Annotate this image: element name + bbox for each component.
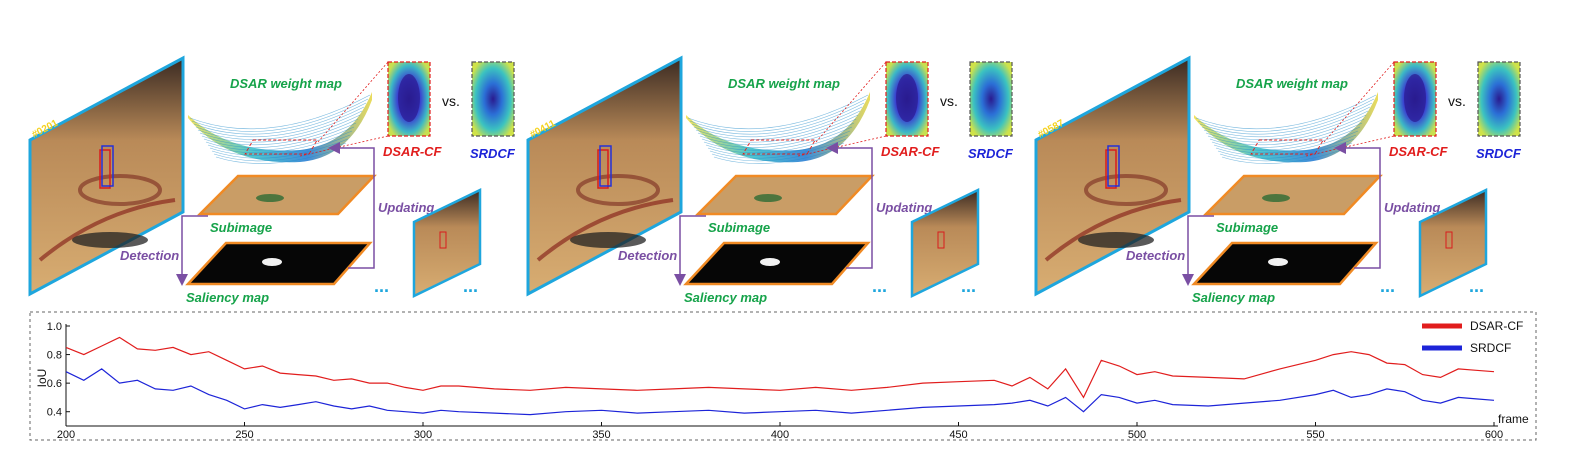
detection-label: Detection [618, 248, 677, 263]
dsar-box [597, 149, 609, 189]
detection-label: Detection [1126, 248, 1185, 263]
srdcf-box [101, 145, 114, 187]
detection-arrow [674, 215, 706, 286]
x-tick-label: 350 [592, 429, 610, 441]
detection-label: Detection [120, 248, 179, 263]
next-frame-thumbnail [412, 188, 482, 298]
updating-label: Updating [378, 200, 434, 215]
saliency-map-label: Saliency map [1192, 290, 1275, 305]
legend-label: DSAR-CF [1470, 319, 1523, 333]
legend-label: SRDCF [1470, 341, 1511, 355]
ellipsis-2: ... [961, 276, 976, 296]
detection-arrow [176, 215, 208, 286]
subimage-label: Subimage [708, 220, 770, 235]
series-line-srdcf [65, 368, 1495, 416]
iou-chart: 200 250 300 350 400 450 500 550 600 0.4 0.6 0.8 1.0 f… [29, 311, 1537, 441]
vs-label: vs. [940, 93, 958, 109]
vs-label: vs. [442, 93, 460, 109]
weight-map-label: DSAR weight map [1236, 76, 1348, 91]
srdcf-label: SRDCF [968, 146, 1014, 161]
srdcf-weight-thumbnail [969, 61, 1013, 137]
subimage [694, 174, 875, 216]
dsar-box [99, 149, 111, 189]
srdcf-label: SRDCF [1476, 146, 1522, 161]
x-tick-label: 600 [1485, 429, 1503, 441]
x-tick-label: 400 [771, 429, 789, 441]
updating-arrow [1334, 142, 1381, 269]
detection-arrow [1182, 215, 1214, 286]
chart-border [29, 311, 1537, 441]
x-tick-label: 250 [235, 429, 253, 441]
updating-arrow [826, 142, 873, 269]
series-line-dsar-cf [65, 336, 1495, 399]
subimage-label: Subimage [210, 220, 272, 235]
y-tick-label: 0.8 [47, 350, 62, 362]
weight-map-surface [686, 92, 870, 164]
weight-map-surface [188, 92, 372, 164]
panel-1: #0201 DSAR weight map vs. DSAR-CF SRDCF Subim… [28, 55, 516, 305]
y-tick-label: 0.6 [47, 378, 62, 390]
next-frame-thumbnail [1418, 188, 1488, 298]
x-axis-label: frame [1498, 412, 1529, 426]
srdcf-box [599, 145, 612, 187]
vs-label: vs. [1448, 93, 1466, 109]
srdcf-box [1107, 145, 1120, 187]
x-tick-label: 450 [949, 429, 967, 441]
x-tick-label: 300 [414, 429, 432, 441]
panel-2: #0411 DSAR weight map vs. DSAR-CF SRDCF Subim… [526, 55, 1014, 305]
srdcf-weight-thumbnail [471, 61, 515, 137]
srdcf-weight-thumbnail [1477, 61, 1521, 137]
saliency-map-label: Saliency map [186, 290, 269, 305]
y-tick-label: 1.0 [47, 321, 62, 333]
dsar-cf-label: DSAR-CF [881, 144, 941, 159]
srdcf-label: SRDCF [470, 146, 516, 161]
ellipsis-1: ... [374, 276, 389, 296]
x-tick-label: 500 [1128, 429, 1146, 441]
saliency-map [683, 241, 871, 286]
x-tick-label: 200 [57, 429, 75, 441]
y-tick-label: 0.4 [47, 407, 62, 419]
saliency-map [185, 241, 373, 286]
subimage [196, 174, 377, 216]
ellipsis-2: ... [1469, 276, 1484, 296]
updating-label: Updating [1384, 200, 1440, 215]
weight-map-label: DSAR weight map [728, 76, 840, 91]
saliency-map-label: Saliency map [684, 290, 767, 305]
subimage-label: Subimage [1216, 220, 1278, 235]
ellipsis-2: ... [463, 276, 478, 296]
ellipsis-1: ... [1380, 276, 1395, 296]
video-frame: #0411 [526, 55, 683, 297]
x-tick-label: 550 [1306, 429, 1324, 441]
subimage [1202, 174, 1383, 216]
video-frame: #0587 [1034, 55, 1191, 297]
ellipsis-1: ... [872, 276, 887, 296]
dsar-cf-label: DSAR-CF [383, 144, 443, 159]
panel-3: #0587 DSAR weight map vs. DSAR-CF SRDCF Subim… [1034, 55, 1522, 305]
next-frame-thumbnail [910, 188, 980, 298]
saliency-map [1191, 241, 1379, 286]
weight-map-label: DSAR weight map [230, 76, 342, 91]
updating-arrow [328, 142, 375, 269]
y-axis-label: IoU [35, 369, 49, 388]
dsar-box [1105, 149, 1117, 189]
video-frame: #0201 [28, 55, 185, 297]
weight-map-surface [1194, 92, 1378, 164]
dsar-cf-label: DSAR-CF [1389, 144, 1449, 159]
updating-label: Updating [876, 200, 932, 215]
